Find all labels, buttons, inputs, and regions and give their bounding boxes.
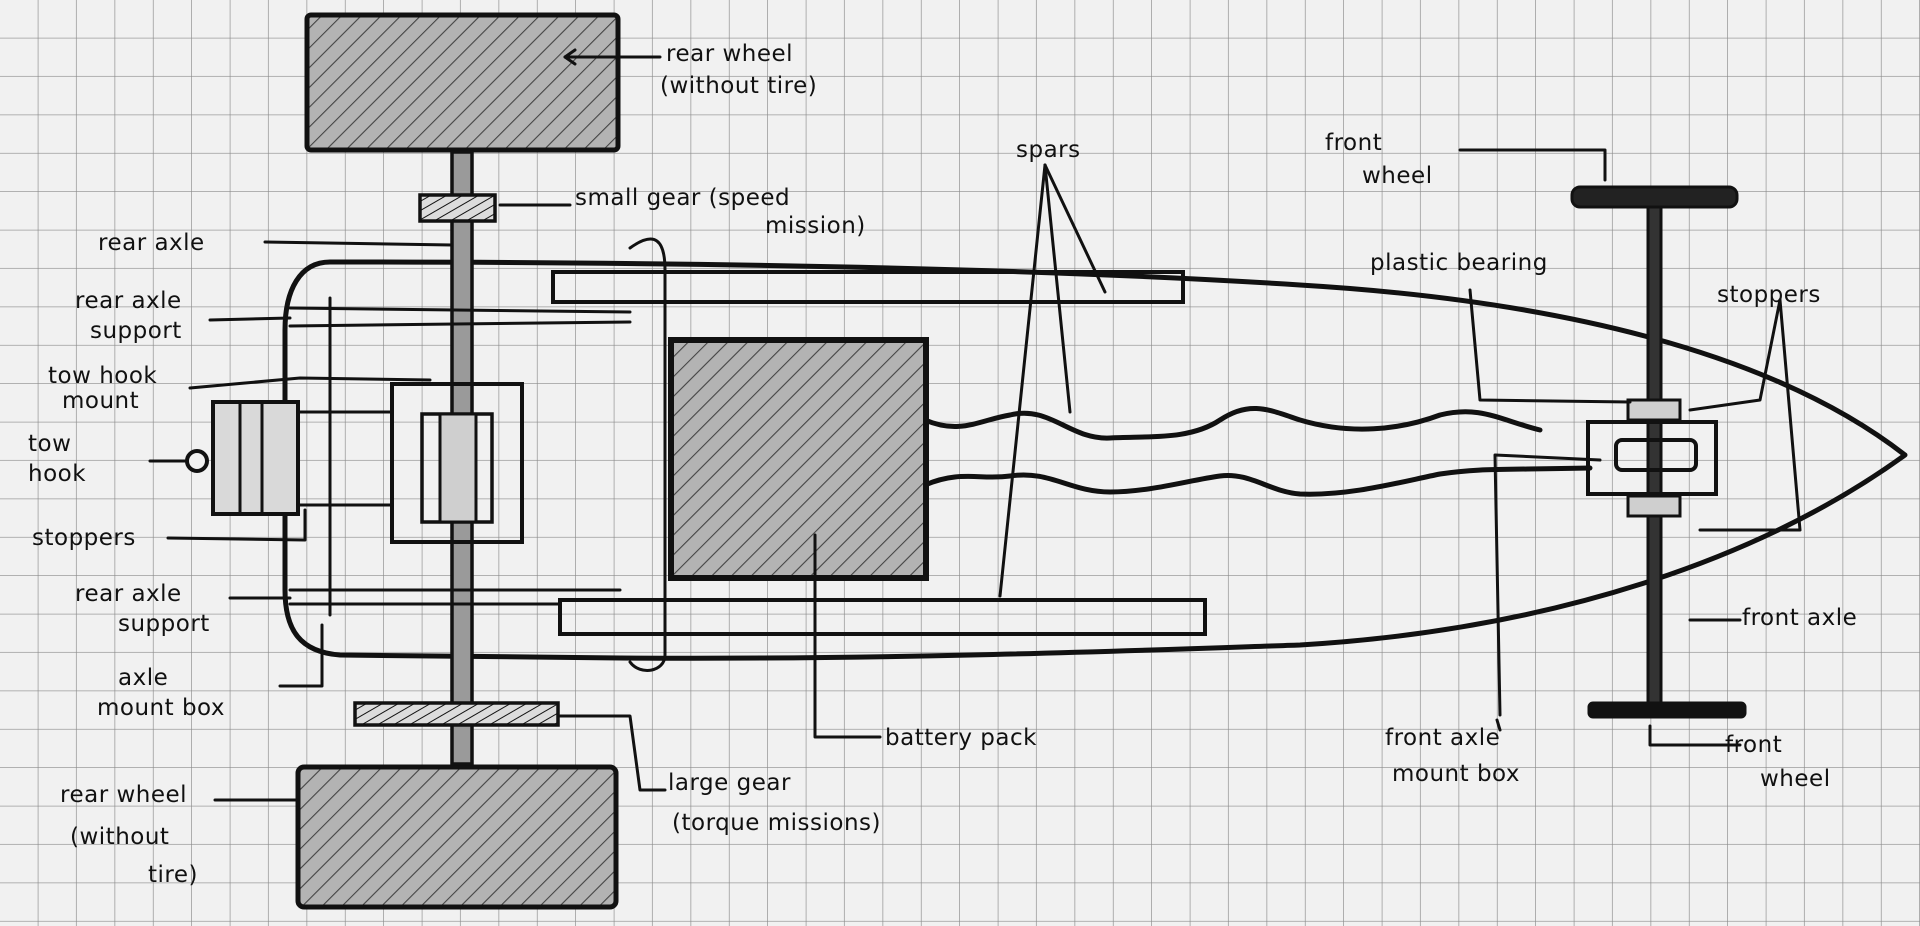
label-tow-hook-mount: tow hook mount <box>48 363 165 414</box>
label-axle-mount-box: axle mount box <box>97 665 225 721</box>
front-wheel-bottom <box>1587 701 1747 719</box>
front-wheel-top <box>1570 185 1739 209</box>
rear-wheel-bottom <box>295 764 619 910</box>
label-spars: spars <box>1016 137 1081 163</box>
front-stopper-bottom <box>1626 494 1682 518</box>
label-rear-axle-support-top: rear axle support <box>75 288 190 344</box>
spar-wavy-upper <box>922 405 1543 441</box>
front-axle <box>1646 204 1663 708</box>
axle-mount-bearing <box>438 412 478 524</box>
label-large-gear: large gear (torque missions) <box>668 770 881 836</box>
axle-mount-box <box>390 382 524 544</box>
tow-hook-mount-detail <box>238 402 264 514</box>
battery-pack <box>668 337 929 581</box>
spar-bottom <box>558 598 1207 636</box>
label-front-wheel-top: front wheel <box>1325 130 1433 189</box>
front-stopper-top <box>1626 398 1682 422</box>
spar-top <box>551 270 1185 304</box>
label-rear-wheel-bottom: rear wheel (without tire) <box>60 782 198 888</box>
tow-hook-mount-link <box>296 410 394 507</box>
chassis-outline <box>282 259 1908 661</box>
label-rear-wheel-top: rear wheel (without tire) <box>660 41 817 99</box>
label-small-gear: small gear (speed mission) <box>575 185 866 239</box>
large-gear <box>353 701 560 727</box>
small-gear <box>418 193 497 223</box>
tow-hook-mount <box>211 400 300 516</box>
label-front-axle: front axle <box>1742 605 1857 631</box>
label-front-wheel-bottom: front wheel <box>1725 732 1831 792</box>
tow-hook <box>185 449 209 473</box>
label-tow-hook: tow hook <box>28 431 86 487</box>
label-rear-axle-support-bottom: rear axle support <box>75 581 210 637</box>
label-rear-axle: rear axle <box>98 230 205 256</box>
label-battery-pack: battery pack <box>885 725 1037 751</box>
rear-wheel-top <box>304 12 621 153</box>
label-stoppers-right: stoppers <box>1717 282 1821 308</box>
label-plastic-bearing: plastic bearing <box>1370 250 1548 276</box>
rear-axle-support-top <box>288 306 632 314</box>
leader-lines <box>148 48 1802 802</box>
plastic-bearing <box>1614 438 1698 472</box>
label-stoppers-left: stoppers <box>32 525 136 551</box>
rear-axle-support-top-inner <box>288 320 632 328</box>
label-front-axle-mount-box: front axle mount box <box>1385 725 1520 787</box>
